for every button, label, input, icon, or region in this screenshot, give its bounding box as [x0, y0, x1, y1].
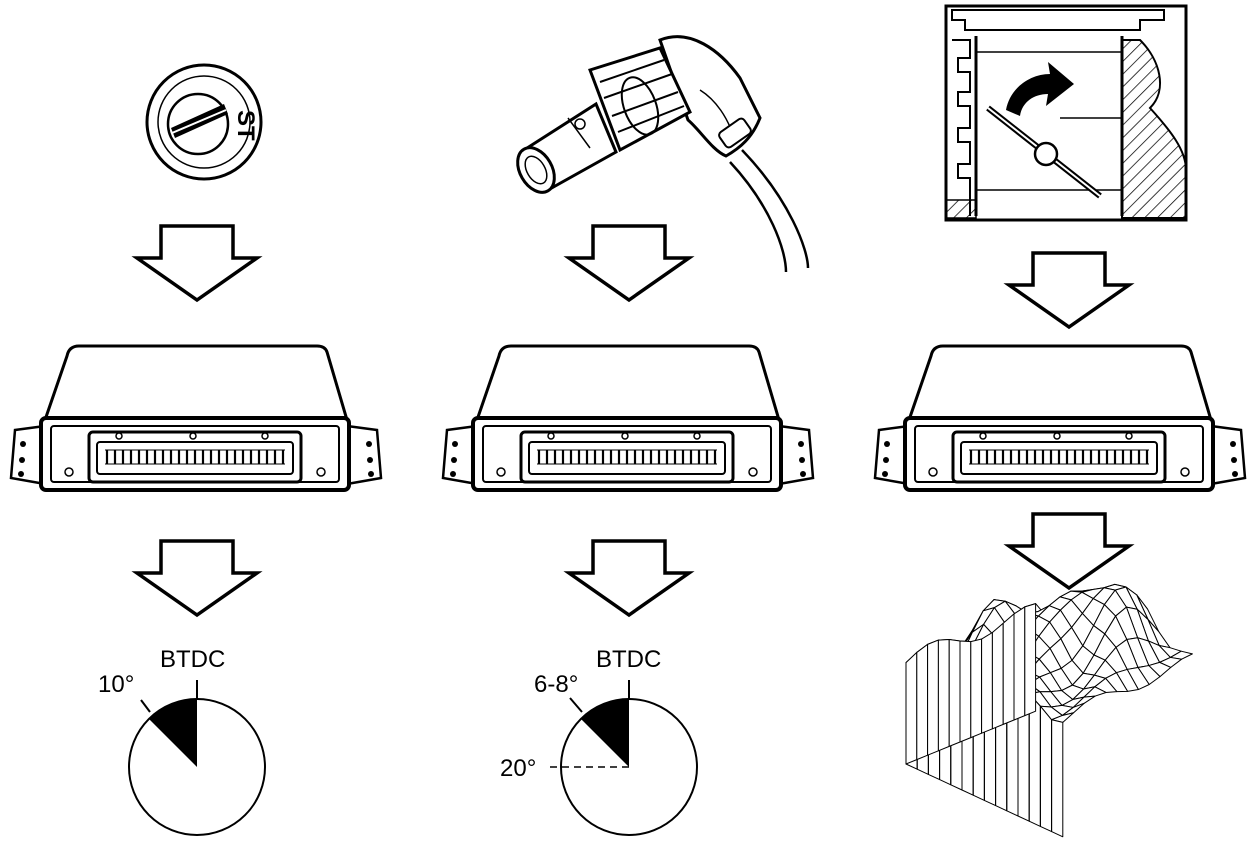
map-surface-facet	[1039, 705, 1053, 833]
arrow-switch-to-ecu	[135, 224, 259, 302]
map-surface-facet	[948, 639, 961, 747]
map-surface-facet	[1028, 693, 1041, 827]
arrow-ecu-to-map	[1007, 512, 1131, 590]
timing-dial-left: BTDC 10°	[98, 646, 266, 836]
map-surface-facet	[959, 640, 972, 743]
timing-dial-middle: BTDC 6-8° 20°	[500, 646, 698, 836]
throttle-body-section	[944, 4, 1188, 222]
ecu-control-unit-left	[9, 344, 383, 492]
retard-20-label: 20°	[500, 755, 536, 782]
map-surface-facet	[1002, 613, 1015, 725]
advance-10-label: 10°	[98, 671, 134, 698]
map-surface-facet	[905, 651, 918, 765]
arrow-ecu-to-timing-middle	[567, 539, 691, 617]
ignition-map-surface	[905, 583, 1193, 838]
ignition-switch: ST	[145, 63, 263, 181]
advance-6-8-label: 6-8°	[534, 671, 578, 698]
btdc-label-left: BTDC	[160, 646, 225, 673]
crank-position-sensor	[516, 35, 810, 273]
arrow-sensor-to-ecu	[567, 224, 691, 302]
map-surface-facet	[981, 631, 993, 734]
ecu-control-unit-middle	[441, 344, 815, 492]
map-surface-facet	[916, 643, 929, 761]
btdc-label-middle: BTDC	[596, 646, 661, 673]
map-surface-facet	[1024, 603, 1037, 717]
map-surface-facet	[927, 639, 939, 756]
map-surface-facet	[991, 622, 1004, 730]
map-surface-facet	[1013, 606, 1026, 721]
map-surface-facet	[1051, 719, 1064, 838]
map-surface-facet	[937, 639, 950, 752]
arrow-ecu-to-timing-left	[135, 539, 259, 617]
arrow-throttle-to-ecu	[1007, 251, 1131, 329]
ecu-control-unit-right	[873, 344, 1247, 492]
ignition-start-label: ST	[232, 110, 259, 141]
map-surface-facet	[970, 638, 983, 739]
